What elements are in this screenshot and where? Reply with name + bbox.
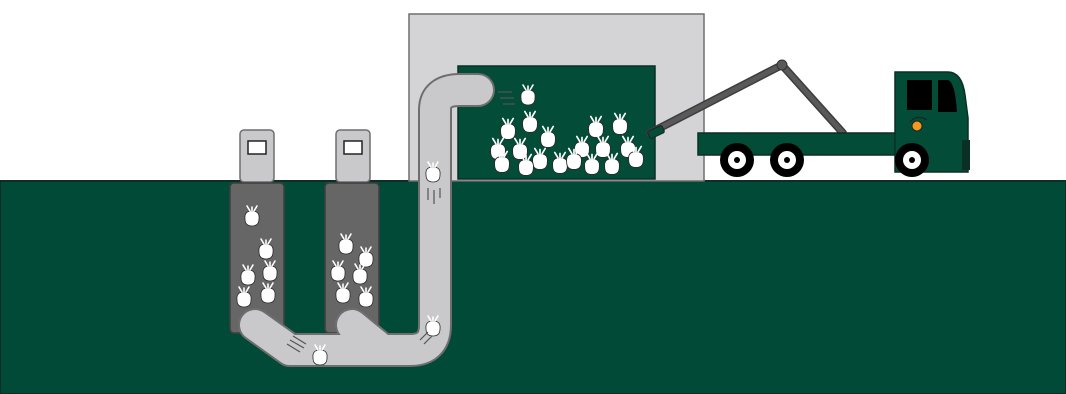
waste-inlet-icon [343,140,363,155]
arm-nozzle [647,125,665,139]
trash-bag-icon [512,137,528,160]
inlet-post-body [239,129,275,183]
collection-truck-icon [646,59,970,177]
trash-bag-icon [628,145,644,168]
trash-bag-icon [604,152,620,175]
motion-line [289,339,305,349]
wheel-center [734,157,740,163]
trash-bag-icon [522,110,538,133]
motion-line [423,335,433,345]
trash-bag-icon [588,115,604,138]
motion-line [419,331,429,341]
trash-bag-icon [532,147,548,170]
trash-bag-icon [258,238,274,260]
trash-bag-icon [240,264,256,286]
trash-bag-icon [520,84,536,106]
trash-bag-icon [352,263,368,285]
motion-line [292,335,307,345]
wheel-center [909,157,915,163]
trash-bag-icon [612,112,628,135]
trash-bag-icon [244,205,260,227]
motion-lines [286,91,515,353]
inlet-post-left [239,129,275,183]
trash-bag-icon [260,282,276,304]
wheel-center [784,157,790,163]
trash-bag-icon [358,246,374,268]
indicator-light [911,120,923,132]
trash-bag-icon [566,147,582,170]
trash-bag-icon [494,150,510,173]
trash-bag-icon [338,233,354,255]
trash-bag-icon [500,117,516,140]
ground [0,180,1066,394]
trash-bag-icon [425,161,441,183]
arm-joint [776,59,788,71]
trash-bag-icon [236,286,252,308]
trash-bag-icon [312,344,328,366]
branch-fill [337,310,395,363]
trash-bag-icon [584,152,600,175]
waste-inlet-icon [247,140,267,155]
trash-bags [236,84,644,366]
cab-windshield [938,80,957,112]
inlet-post-body [335,129,371,183]
light-line [909,116,928,123]
inlet-post-right [335,129,371,183]
trash-bag-icon [262,260,278,282]
trash-bag-icon [330,260,346,282]
trash-bag-icon [335,282,351,304]
bumper [962,140,970,170]
trash-bag-icon [518,153,534,176]
motion-line [286,343,301,353]
trash-bag-icon [358,286,374,308]
trash-bag-icon [540,125,556,148]
cab-window [907,80,932,110]
trash-bag-icon [425,315,441,337]
trash-bag-icon [552,151,568,174]
